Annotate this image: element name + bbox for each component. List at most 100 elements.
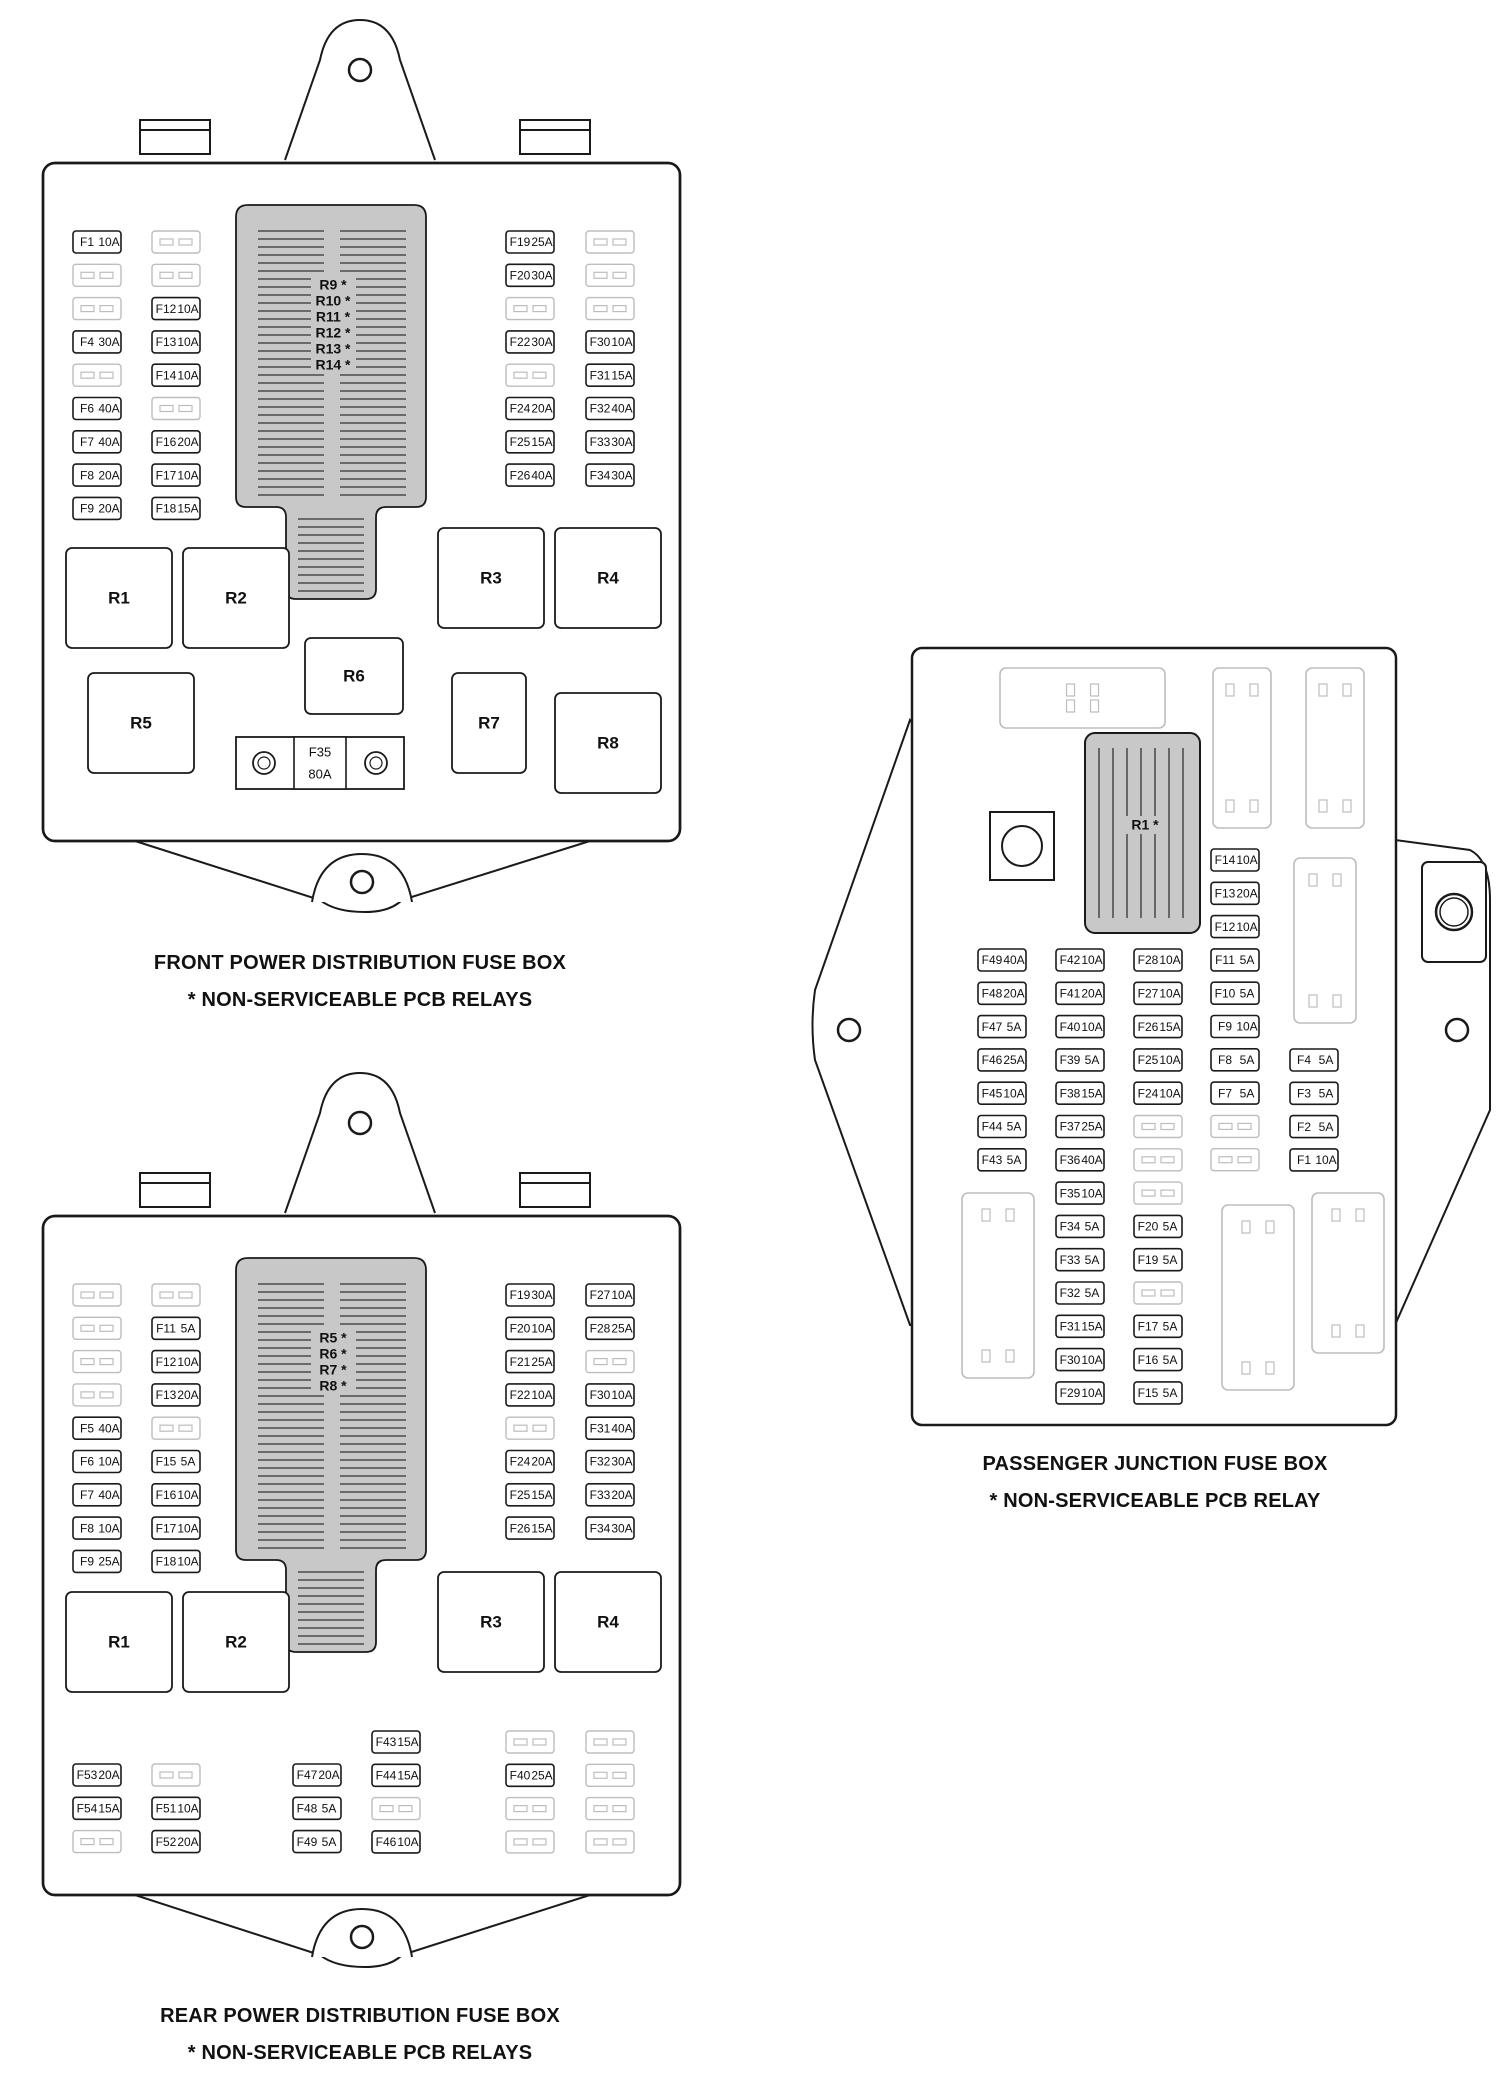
connector-pin [1241, 1361, 1251, 1375]
slot-pin [593, 1738, 608, 1746]
fuse-rating: 10A [611, 1288, 632, 1302]
fuse-rating: 40A [1003, 953, 1024, 967]
slot-pin [80, 305, 95, 313]
slot-pin [99, 371, 114, 379]
fuse-empty-slot [505, 296, 555, 321]
fuse-rating: 20A [1081, 986, 1102, 1000]
megafuse-body [293, 736, 347, 790]
fuse-rating: 10A [1315, 1153, 1336, 1167]
fuse-rating: 5A [322, 1835, 337, 1849]
fuse-outline [72, 463, 122, 487]
pcb-relay-label-r1: R1 * [1131, 817, 1159, 833]
bolt-icon [1434, 892, 1474, 932]
connector-pin [1241, 1220, 1251, 1234]
rear-fuse-box-note: * NON-SERVICEABLE PCB RELAYS [187, 2042, 533, 2064]
fuse-rating: 15A [531, 1488, 552, 1502]
fuse-outline [977, 1148, 1027, 1172]
fuse-name: F32 [590, 1455, 611, 1469]
front-fuse-box-note: * NON-SERVICEABLE PCB RELAYS [187, 989, 533, 1011]
pcb-label-bg [311, 325, 356, 341]
relay-label: R3 [480, 568, 502, 587]
fuse-outline [151, 463, 201, 487]
fuse-rating: 15A [1081, 1319, 1102, 1333]
fuse-name: F2 [1297, 1120, 1311, 1134]
fuse-name: F13 [156, 1388, 177, 1402]
fuse-name: F44 [376, 1768, 397, 1782]
mount-clip-front-right [519, 119, 591, 155]
pcb-label-bg [311, 1346, 356, 1362]
fuse-name: F18 [156, 1555, 177, 1569]
fuse-name: F34 [1060, 1220, 1081, 1234]
fuse-empty-slot [151, 230, 201, 254]
fuse-outline [505, 1516, 555, 1540]
slot-outline [72, 1283, 122, 1307]
slot-pin [1141, 1189, 1156, 1197]
fuse-name: F27 [1138, 986, 1159, 1000]
fuse-name: F19 [510, 1288, 531, 1302]
fuse-empty-slot [72, 1349, 122, 1374]
fuse-rating: 10A [1081, 1186, 1102, 1200]
fuse-rating: 5A [1007, 1120, 1022, 1134]
slot-pin [593, 238, 608, 246]
fuse-rating: 20A [98, 468, 119, 482]
fuse-rating: 10A [177, 368, 198, 382]
slot-outline [1210, 1147, 1260, 1172]
fuse-outline [585, 1383, 635, 1407]
connector-outline [999, 667, 1166, 729]
fuse-name: F48 [982, 986, 1003, 1000]
fuse-outline [1133, 1314, 1183, 1339]
fuse-rating: 20A [177, 1388, 198, 1402]
slot-outline [151, 263, 201, 287]
passenger-fuse-box-note: * NON-SERVICEABLE PCB RELAY [989, 1490, 1321, 1512]
fuse-empty-slot [151, 396, 201, 421]
fuse-outline [1133, 1247, 1183, 1272]
slot-pin [379, 1804, 394, 1813]
fuse-outline [505, 1763, 555, 1788]
relay-label: R2 [225, 1632, 247, 1651]
fuse-outline [505, 330, 555, 354]
relay-front-r8: R8 [554, 692, 662, 794]
relay-label: R2 [225, 588, 247, 607]
fuse-name: F22 [510, 1388, 531, 1402]
connector-pin [1332, 994, 1342, 1008]
fuse-name: F24 [510, 402, 531, 416]
slot-pin [532, 1804, 547, 1813]
fuse-rating: 5A [1085, 1053, 1100, 1067]
fuse-outline [977, 981, 1027, 1006]
slot-pin [178, 238, 193, 246]
fuse-name: F11 [1215, 953, 1235, 967]
fuse-name: F18 [156, 502, 177, 516]
relay-front-r3: R3 [437, 527, 545, 629]
fuse-name: F17 [156, 468, 177, 482]
connector-pin [1355, 1208, 1365, 1222]
fuse-name: F14 [1215, 853, 1236, 867]
fuse-name: F4 [80, 335, 94, 349]
fuse-rating: 20A [177, 435, 198, 449]
pcb-relay-block-rear: R5 *R6 *R7 *R8 * [235, 1257, 427, 1653]
slot-pin [532, 1838, 547, 1846]
slot-pin [80, 271, 95, 279]
slot-outline [1133, 1181, 1183, 1205]
fuse-rating: 15A [531, 1521, 552, 1535]
pcb-relay-label-r5: R5 * [319, 1330, 347, 1346]
fuse-outline [505, 230, 555, 254]
